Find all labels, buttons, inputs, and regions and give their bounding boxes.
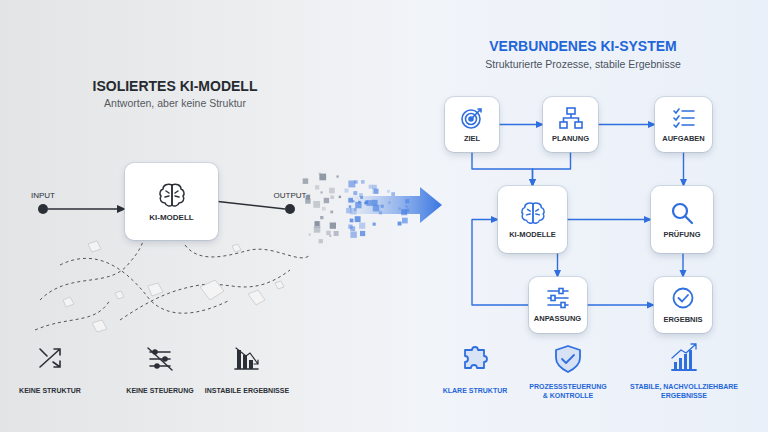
process-box: ANPASSUNG	[529, 277, 587, 333]
heading-text: Strukturierte Prozesse, stabile Ergebnis…	[485, 58, 681, 71]
pixel	[329, 188, 335, 194]
pixel	[353, 191, 357, 195]
flow-connector	[218, 202, 285, 210]
node-icon	[519, 201, 547, 225]
node-icon	[671, 286, 695, 310]
flow-connector	[567, 219, 651, 220]
pixel	[348, 181, 355, 188]
flow-connector	[598, 124, 655, 125]
pixel	[391, 192, 395, 196]
pixel	[322, 207, 326, 211]
pixel	[387, 190, 390, 193]
pixel	[330, 195, 334, 199]
feature-caption: KLARE STRUKTUR	[443, 387, 508, 396]
flow-connector	[48, 208, 125, 210]
feature-caption: INSTABILE ERGEBNISSE	[205, 387, 289, 396]
node-label: ERGEBNIS	[663, 315, 702, 324]
process-box: KI-MODELLE	[498, 186, 567, 253]
node-label: KI-MODELLE	[509, 230, 556, 239]
pixel	[345, 189, 349, 193]
terminal-dot: OUTPUT	[285, 204, 295, 214]
node-icon	[670, 201, 694, 225]
node-icon	[157, 182, 187, 208]
pixel	[373, 189, 378, 194]
flow-connector	[587, 304, 655, 305]
process-box: PRÜFUNG	[651, 186, 713, 253]
pixel	[339, 196, 341, 198]
pixel	[319, 239, 323, 243]
process-box: PLANUNG	[543, 97, 598, 152]
bottom-icons-left	[40, 348, 258, 370]
heading-text: Antworten, aber keine Struktur	[104, 97, 246, 110]
pixel	[373, 223, 376, 226]
pixel	[336, 175, 338, 177]
pixel	[361, 180, 365, 184]
pixel	[324, 198, 329, 203]
node-icon	[559, 107, 583, 129]
pixel	[350, 232, 356, 238]
pixel	[359, 223, 365, 229]
node-icon	[672, 107, 696, 129]
pixel	[321, 191, 323, 193]
pixel	[360, 231, 365, 236]
flow-connector	[682, 253, 683, 277]
node-label: AUFGABEN	[662, 134, 705, 143]
pixel	[350, 219, 354, 223]
pixel	[398, 222, 402, 226]
heading-text: VERBUNDENES KI-SYSTEM	[489, 38, 676, 56]
pixel	[309, 233, 311, 235]
node-label: PRÜFUNG	[663, 230, 700, 239]
process-box: ZIEL	[445, 97, 499, 152]
pixel	[319, 173, 321, 175]
pixel	[350, 226, 355, 231]
node-label: PLANUNG	[552, 134, 589, 143]
pixel	[369, 185, 373, 189]
node-icon	[460, 107, 484, 129]
pixel	[320, 216, 323, 219]
pixel	[330, 223, 336, 229]
process-box: ERGEBNIS	[654, 277, 712, 333]
heading-text: ISOLIERTES KI-MODELL	[93, 78, 258, 96]
feature-caption: KEINE STRUKTUR	[19, 387, 81, 396]
flow-connector	[533, 152, 571, 186]
pixel	[334, 231, 339, 236]
flow-connector	[499, 124, 543, 125]
node-label: INPUT	[31, 191, 55, 200]
pixel	[303, 178, 309, 184]
node-label: KI-MODELL	[149, 213, 193, 222]
node-label: ANPASSUNG	[534, 314, 581, 323]
process-box: AUFGABEN	[655, 97, 712, 152]
chaos-paths	[35, 228, 310, 330]
node-label: OUTPUT	[274, 191, 307, 200]
pixel	[355, 216, 361, 222]
pixel	[330, 211, 333, 214]
feature-caption: KEINE STEUERUNG	[126, 387, 193, 396]
pixel	[315, 221, 320, 226]
node-label: ZIEL	[464, 134, 480, 143]
transition-arrow	[345, 187, 442, 223]
bottom-icons-right	[465, 344, 696, 372]
flow-connector	[683, 152, 684, 186]
pixel	[313, 201, 320, 208]
pixel	[326, 231, 330, 235]
pixel	[402, 218, 408, 224]
pixel	[315, 185, 319, 189]
debris	[63, 241, 284, 332]
feature-caption: PROZESSSTEUERUNG & KONTROLLE	[527, 383, 609, 401]
flow-connector	[472, 152, 533, 186]
node-icon	[546, 287, 570, 309]
pixel	[329, 235, 331, 237]
process-box: KI-MODELL	[125, 163, 218, 240]
pixel	[314, 222, 320, 228]
feature-caption: STABILE, NACHVOLLZIEHBARE ERGEBNISSE	[628, 383, 740, 401]
terminal-dot: INPUT	[38, 204, 48, 214]
flow-connector	[557, 253, 558, 277]
